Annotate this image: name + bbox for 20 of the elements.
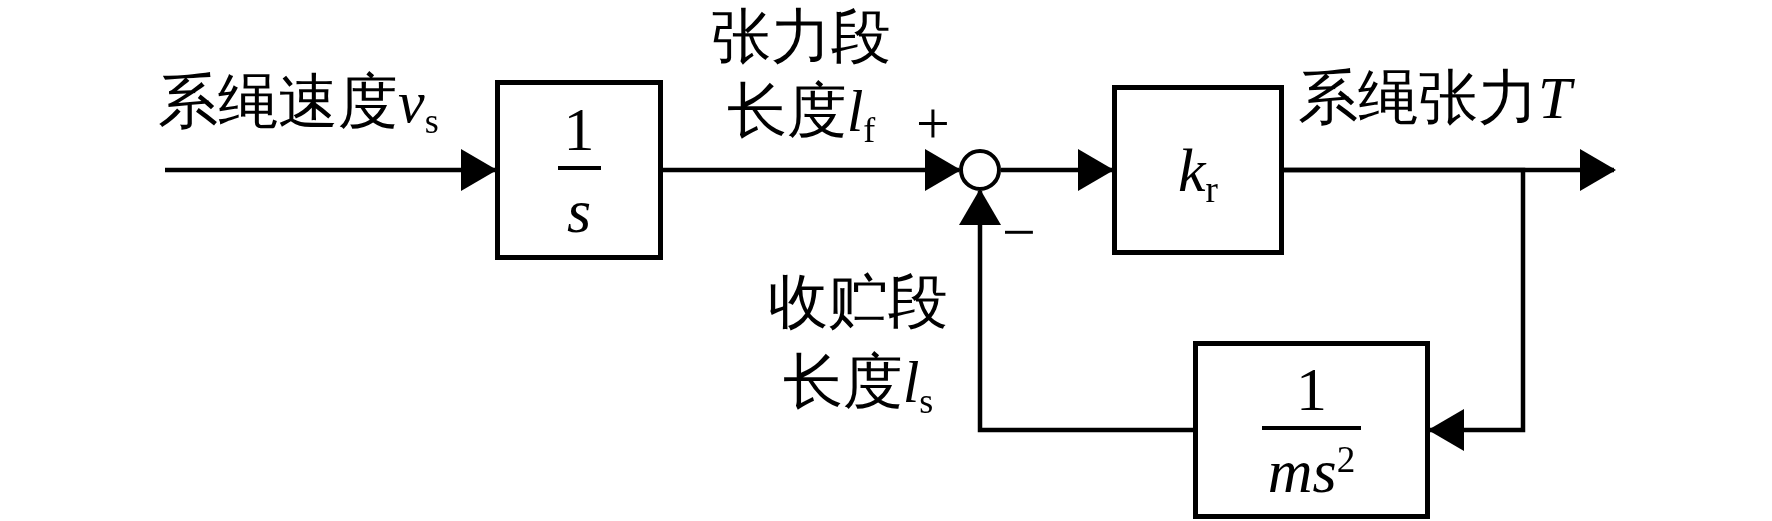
arrow bbox=[1284, 167, 1526, 451]
denominator: ms$^{2}$ bbox=[1267, 436, 1356, 502]
summing-junction bbox=[959, 149, 1001, 191]
signal-label: 收贮段长度l$_{s}$ bbox=[767, 268, 949, 422]
transfer-block bbox=[1112, 85, 1284, 255]
signal-label: 张力段长度l$_{f}$ bbox=[710, 3, 892, 148]
sign-label: − bbox=[1001, 198, 1037, 267]
signal-label: 系绳张力T bbox=[1298, 58, 1628, 138]
arrow bbox=[165, 149, 497, 191]
sign-label: + bbox=[915, 89, 951, 158]
numerator: 1 bbox=[1296, 358, 1327, 420]
block-label: k$_{r}$ bbox=[1178, 139, 1218, 201]
denominator: s bbox=[566, 176, 592, 242]
transfer-block bbox=[1193, 341, 1430, 519]
transfer-block bbox=[495, 80, 663, 260]
signal-label: 系绳速度v$_{s}$ bbox=[158, 68, 440, 142]
numerator: 1 bbox=[563, 98, 595, 160]
arrow bbox=[1001, 149, 1114, 191]
arrow bbox=[959, 189, 1193, 433]
arrow bbox=[663, 149, 961, 191]
